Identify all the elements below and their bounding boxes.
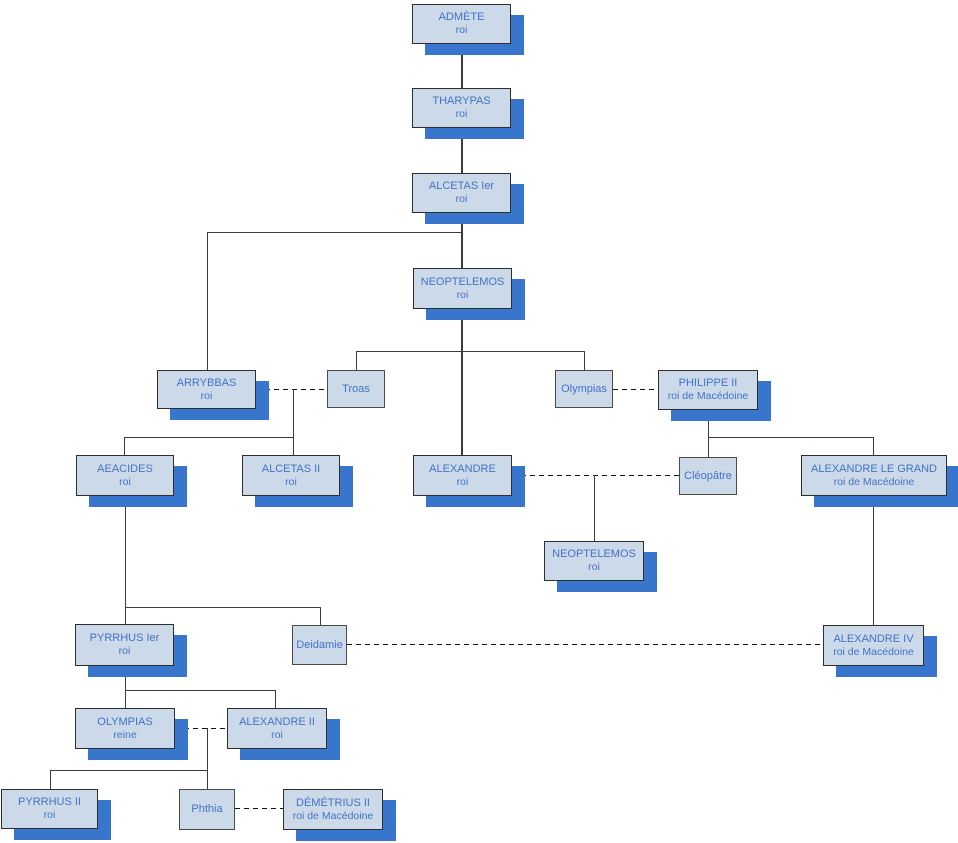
node-subtitle-neoptelemos-1: roi (456, 288, 469, 301)
node-subtitle-demetrius-2: roi de Macédoine (292, 809, 374, 822)
node-subtitle-philippe-2: roi de Macédoine (667, 390, 749, 402)
marriage-olympias-philippe2-marriage-line (613, 389, 658, 390)
node-label-alexandre-2: ALEXANDRE II (239, 715, 315, 728)
descent-pyrrhus1-olympias-reine-line (125, 666, 126, 708)
tree-node-deidamie[interactable]: Deidamie (292, 625, 347, 665)
descent-alexlegrand-alexandre4-line (873, 496, 874, 625)
node-subtitle-pyrrhus-2: roi (43, 809, 56, 821)
node-subtitle-tharypas: roi (455, 108, 468, 120)
node-label-pyrrhus-1: PYRRHUS Ier (89, 632, 160, 644)
drop-to-alexandre-le-grand-line (873, 437, 874, 455)
node-label-neoptelemos-1: NEOPTELEMOS (420, 275, 505, 288)
descent-admete-tharypas-line (461, 44, 463, 88)
node-label-olympias-reine: OLYMPIAS (97, 715, 153, 728)
node-subtitle-alexandre-4: roi de Macédoine (833, 645, 914, 658)
splitter-olympias2-children-h-line (50, 770, 207, 771)
node-subtitle-alexandre: roi (456, 475, 469, 488)
node-subtitle-alcetas-1: roi (455, 193, 468, 205)
splitter-philippe2-children-h-line (708, 437, 873, 438)
splitter-neoptelemos1-children-h-line (356, 351, 584, 352)
node-subtitle-neoptelemos-2: roi (588, 561, 600, 573)
node-label-alcetas-2: ALCETAS II (261, 462, 321, 475)
marriage-deidamie-alexandre4-marriage-line (347, 644, 823, 645)
node-label-troas: Troas (342, 382, 370, 395)
node-subtitle-alcetas-2: roi (285, 475, 297, 488)
node-label-olympias: Olympias (561, 382, 607, 395)
node-subtitle-alexandre-2: roi (271, 728, 283, 741)
node-label-alexandre-le-grand: ALEXANDRE LE GRAND (811, 462, 937, 475)
node-label-arrybbas: ARRYBBAS (176, 376, 237, 389)
drop-to-deidamie-line (320, 607, 321, 625)
descent-alcetas1-neoptelemos1-line (461, 213, 463, 268)
node-label-pyrrhus-2: PYRRHUS II (18, 796, 81, 808)
node-subtitle-arrybbas: roi (200, 389, 213, 402)
node-label-tharypas: THARYPAS (432, 95, 491, 107)
node-label-alexandre-4: ALEXANDRE IV (833, 632, 914, 645)
node-label-cleopatre: Cléopâtre (684, 469, 732, 482)
drop-philippe2-cleopatre-line (708, 409, 709, 457)
node-subtitle-olympias-reine: reine (113, 728, 137, 741)
node-label-philippe-2: PHILIPPE II (678, 377, 738, 389)
splitter-aeacides-children-h-line (125, 607, 320, 608)
drop-to-pyrrhus2-line (50, 770, 51, 789)
drop-to-alexandre2-line (275, 690, 276, 708)
node-subtitle-pyrrhus-1: roi (118, 645, 131, 657)
splitter-pyrrhus1-children-h-line (125, 690, 275, 691)
branch-alcetas1-arrybbas-h-line (207, 232, 461, 233)
drop-to-neoptelemos2-line (594, 475, 595, 541)
marriage-arrybbas-troas-marriage-line (256, 389, 327, 390)
node-label-admete: ADMÈTE (438, 11, 485, 23)
descent-tharypas-alcetas1-line (461, 128, 463, 173)
descent-neoptelemos1-alexandre-line (461, 309, 463, 455)
node-label-deidamie: Deidamie (296, 638, 343, 651)
branch-alcetas1-arrybbas-v-line (207, 232, 208, 370)
tree-node-troas[interactable]: Troas (327, 370, 385, 408)
drop-arrybbas-children-v-line (293, 389, 294, 455)
node-label-alexandre: ALEXANDRE (429, 462, 496, 475)
tree-node-cleopatre[interactable]: Cléopâtre (679, 457, 737, 495)
marriage-olympias-alexandre2-marriage-line (175, 728, 227, 729)
marriage-alexandre-cleopatre-marriage-line (512, 475, 679, 476)
drop-olympias2-children-v-line (207, 728, 208, 789)
node-label-alcetas-1: ALCETAS Ier (428, 180, 495, 192)
descent-aeacides-pyrrhus1-line (125, 496, 126, 624)
node-label-aeacides: AEACIDES (97, 462, 153, 475)
node-label-neoptelemos-2: NEOPTELEMOS (552, 548, 636, 560)
drop-to-troas-line (356, 351, 357, 370)
tree-node-phthia[interactable]: Phthia (179, 789, 235, 830)
tree-node-olympias[interactable]: Olympias (555, 370, 613, 408)
node-label-phthia: Phthia (191, 803, 223, 815)
marriage-phthia-demetrius2-marriage-line (235, 808, 283, 809)
node-subtitle-admete: roi (455, 24, 468, 36)
drop-to-olympias-line (584, 351, 585, 370)
splitter-arrybbas-children-h-line (124, 437, 293, 438)
node-subtitle-aeacides: roi (119, 475, 131, 488)
node-subtitle-alexandre-le-grand: roi de Macédoine (833, 475, 915, 488)
drop-to-aeacides-line (124, 437, 125, 455)
node-label-demetrius-2: DÉMÉTRIUS II (296, 796, 370, 809)
